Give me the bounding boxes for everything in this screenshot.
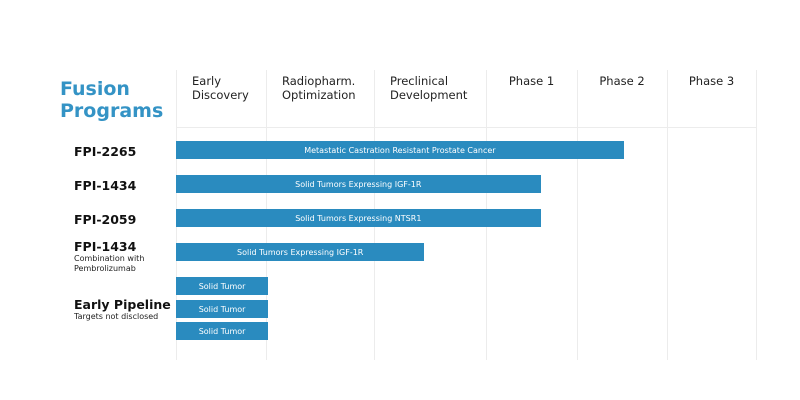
early-pipeline-bar: Solid Tumor bbox=[176, 277, 269, 295]
program-label: FPI-2059 bbox=[74, 212, 137, 227]
chart-title: Fusion Programs bbox=[60, 78, 163, 122]
program-label: FPI-1434 Combination with Pembrolizumab bbox=[74, 239, 145, 273]
program-bar: Solid Tumors Expressing IGF-1R bbox=[176, 243, 425, 261]
program-label: FPI-1434 bbox=[74, 178, 137, 193]
early-pipeline-bar: Solid Tumor bbox=[176, 322, 269, 340]
program-bar: Metastatic Castration Resistant Prostate… bbox=[176, 141, 624, 159]
phase-header: Phase 3 bbox=[688, 74, 735, 88]
early-pipeline-label: Early Pipeline Targets not disclosed bbox=[74, 297, 171, 321]
column-divider bbox=[577, 70, 578, 360]
program-bar: Solid Tumors Expressing NTSR1 bbox=[176, 209, 541, 227]
program-label: FPI-2265 bbox=[74, 144, 137, 159]
early-pipeline-bar: Solid Tumor bbox=[176, 300, 269, 318]
column-divider bbox=[667, 70, 668, 360]
program-bar: Solid Tumors Expressing IGF-1R bbox=[176, 175, 541, 193]
title-line-2: Programs bbox=[60, 100, 164, 122]
title-line-1: Fusion bbox=[60, 78, 130, 100]
phase-header: Radiopharm.Optimization bbox=[282, 74, 356, 102]
phase-header: Phase 2 bbox=[599, 74, 645, 88]
column-divider bbox=[756, 70, 757, 360]
header-divider bbox=[176, 127, 756, 128]
phase-header: Phase 1 bbox=[508, 74, 555, 88]
